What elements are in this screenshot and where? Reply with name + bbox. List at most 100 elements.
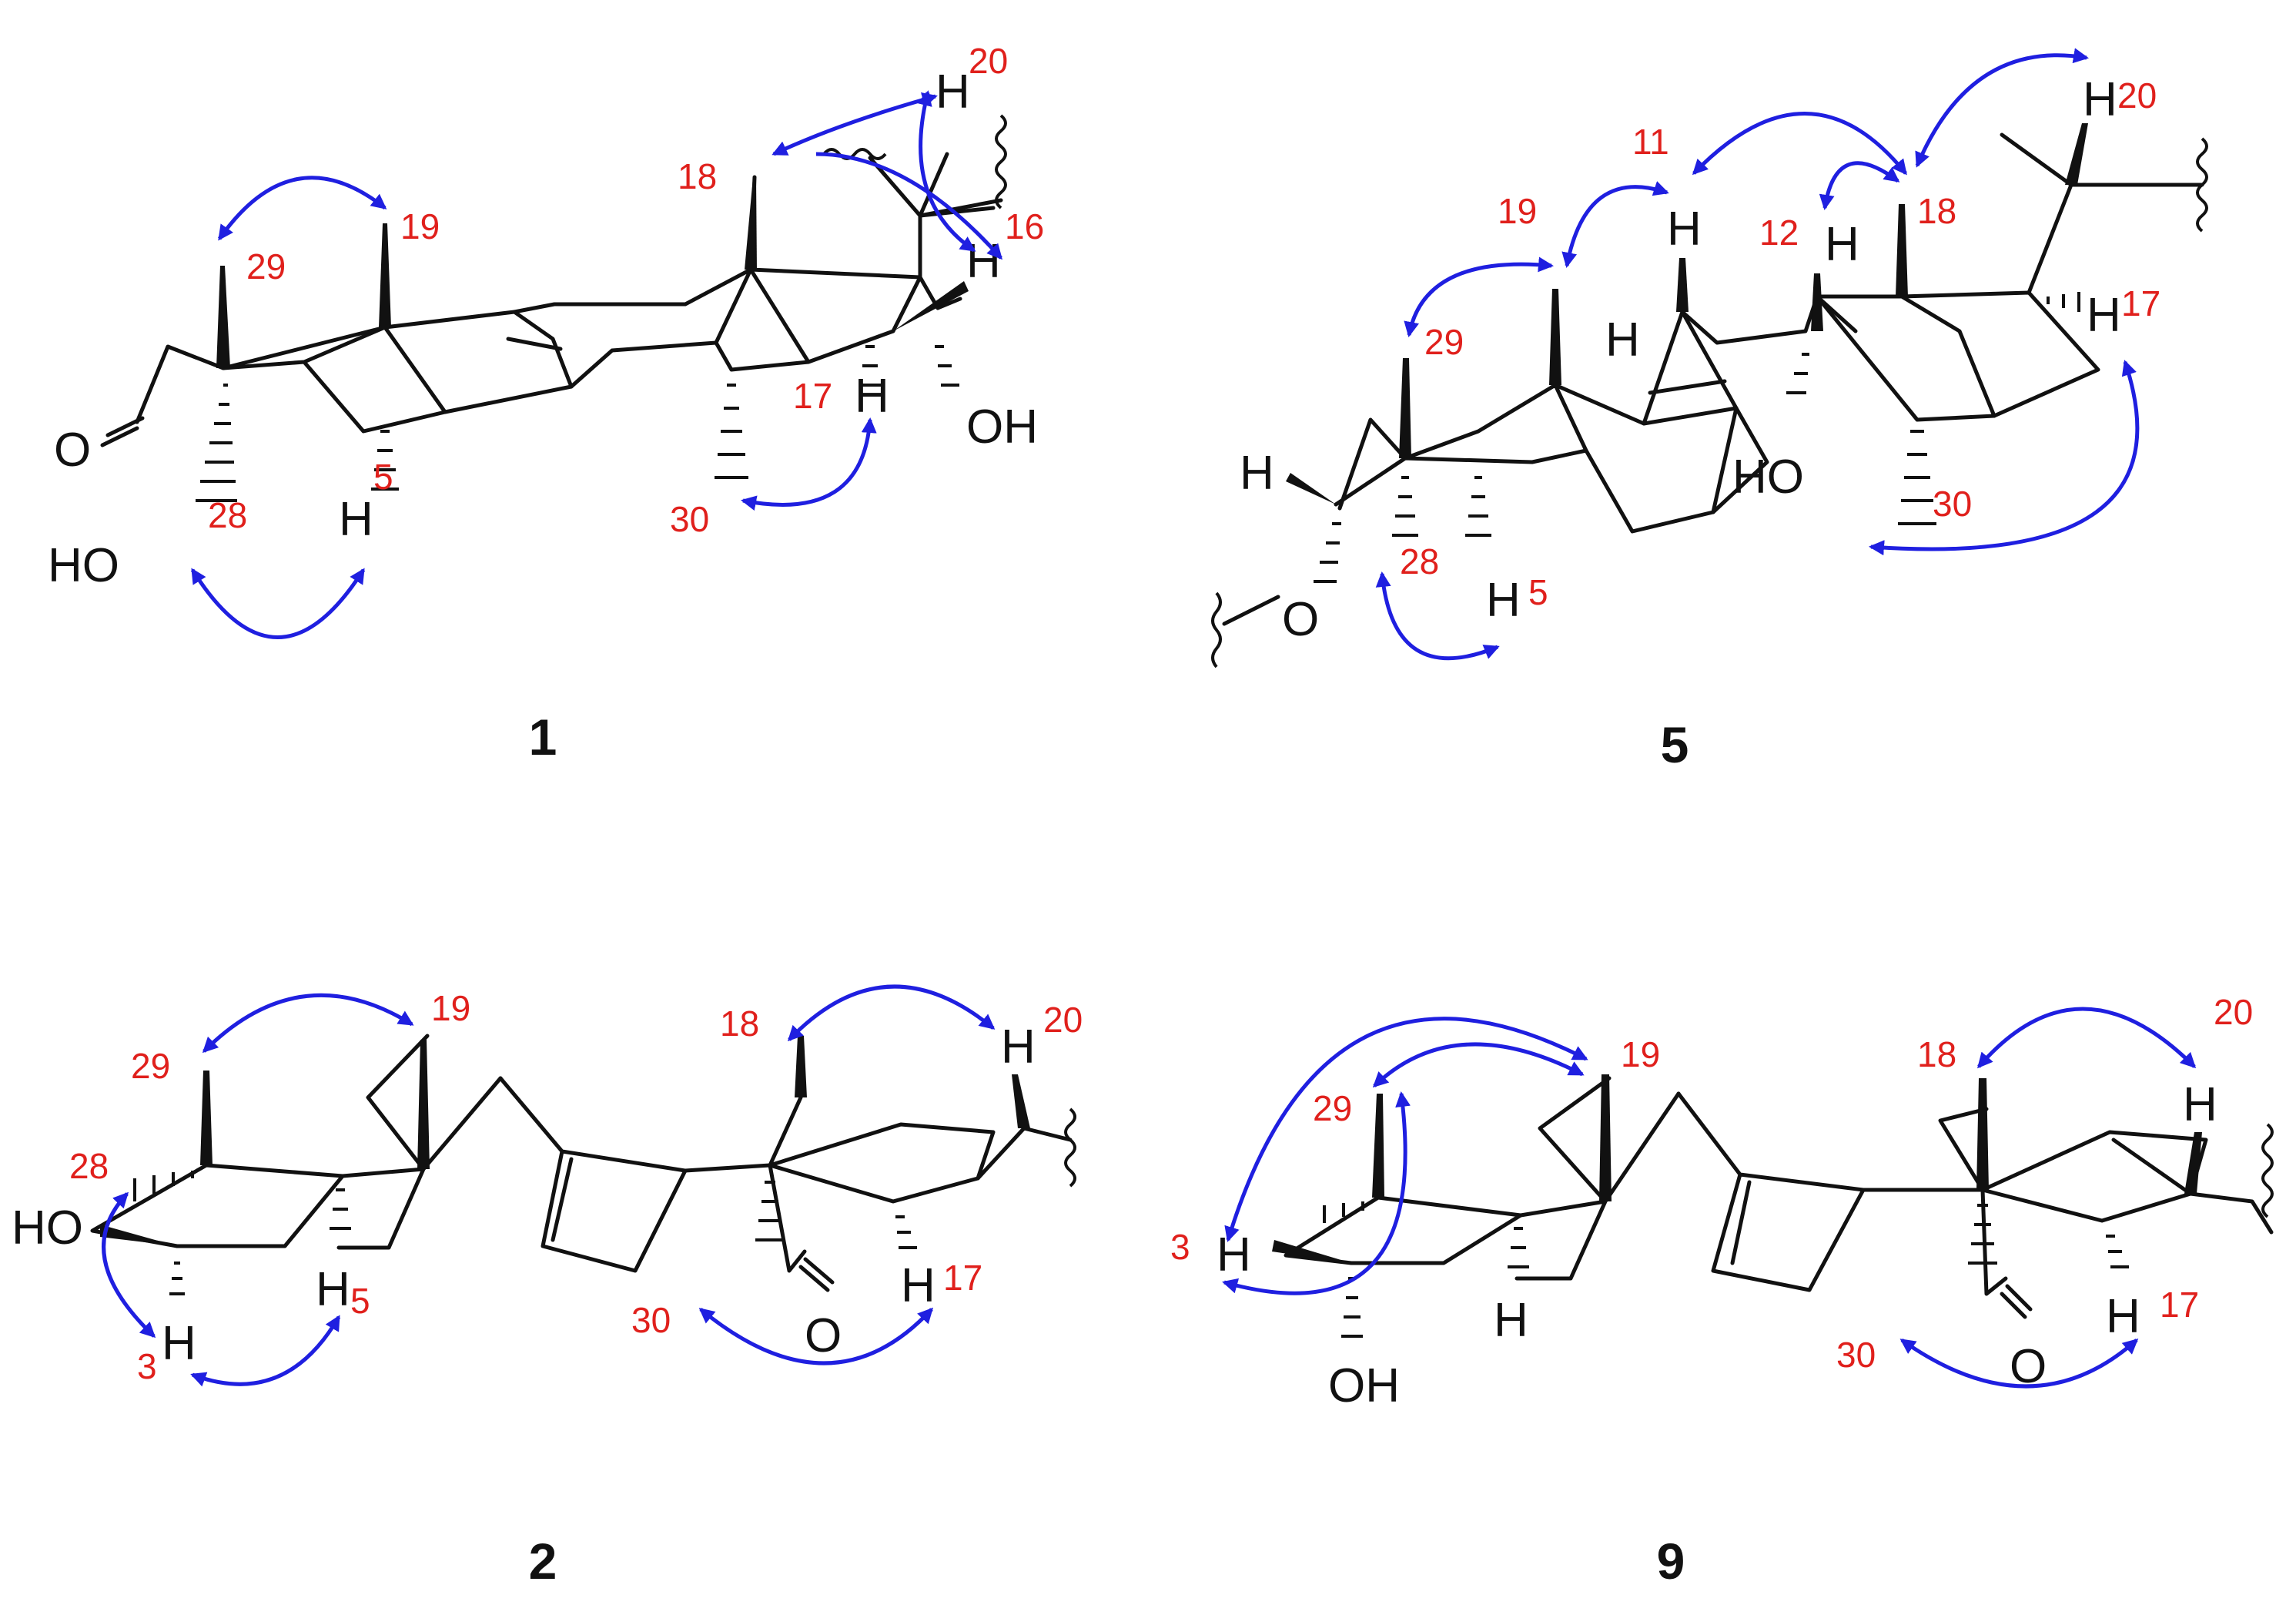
compound-9-wedge-19 <box>1599 1074 1612 1201</box>
compound-2-hash-28 <box>133 1171 194 1201</box>
compound-1-locant-19: 19 <box>400 206 440 246</box>
compound-5-wedge-h3 <box>1286 473 1336 504</box>
compound-1-hash-5 <box>371 430 399 491</box>
compound-5-hash-30 <box>1898 430 1936 525</box>
compound-2-noe-28-3 <box>102 1191 156 1339</box>
compound-5-atom-h3: H <box>1240 447 1274 500</box>
compound-9-noe-29-19 <box>1372 1042 1585 1088</box>
compound-9-noe-30-17 <box>1899 1338 2139 1389</box>
compound-5-locant-29: 29 <box>1424 322 1464 362</box>
compound-9-noe-18-20 <box>1977 1007 2197 1069</box>
compound-1-hash-oh <box>935 345 959 387</box>
compound-2-wedge-h20 <box>1012 1074 1030 1128</box>
compound-5-wavy-bond-o <box>1211 591 1222 668</box>
compound-2-wavy-bond <box>1064 1107 1076 1188</box>
compound-5-noe-28-5 <box>1375 571 1500 661</box>
compound-5-noe-17-30 <box>1869 360 2140 556</box>
compound-5-atom-h5: H <box>1486 574 1521 627</box>
compound-5-hash-5 <box>1465 476 1491 537</box>
compound-5-wedge-h11 <box>1676 258 1689 312</box>
compound-1-wedge-16h <box>893 281 969 331</box>
compound-5-hash-28 <box>1392 476 1418 537</box>
compound-2-hash-3 <box>169 1262 185 1295</box>
compound-5-locant-30: 30 <box>1933 484 1972 524</box>
compound-9-structure: H OH H O H H 19 18 20 29 3 30 17 <box>1170 992 2274 1412</box>
compound-5-noe-19-11 <box>1561 181 1669 268</box>
compound-5-wedge-29 <box>1399 358 1411 458</box>
compound-1-structure: O HO H H H OH H 29 19 18 20 16 5 28 17 3… <box>48 41 1044 639</box>
compound-2-hash-30 <box>755 1181 785 1241</box>
compound-1-atom-o-ketone: O <box>54 424 91 477</box>
compound-1-hash-17 <box>859 345 881 387</box>
compound-2-hash-17 <box>895 1215 917 1249</box>
compound-2-locant-28: 28 <box>69 1146 109 1186</box>
compound-9-hash-5 <box>1508 1227 1529 1268</box>
compound-2-locant-19: 19 <box>431 988 470 1028</box>
compound-9-wedge-18 <box>1976 1078 1989 1190</box>
compound-2-locant-20: 20 <box>1043 1000 1083 1040</box>
compound-5-noe-11-18 <box>1692 112 1907 176</box>
compound-9-locant-30: 30 <box>1836 1335 1876 1375</box>
compound-1-noe-30-17 <box>741 417 877 511</box>
compound-9-atom-oh: OH <box>1328 1359 1400 1412</box>
compound-5-atom-ho: HO <box>1732 451 1804 504</box>
compound-1-wedge-19 <box>379 223 391 327</box>
compound-5-wedge-18 <box>1896 204 1908 297</box>
compound-5-noe-18-20 <box>1915 48 2089 168</box>
compound-1-locant-5: 5 <box>373 457 393 497</box>
compound-5-noe-12-18 <box>1819 161 1900 210</box>
compound-5-bond-o <box>1222 595 1280 626</box>
compound-2-noe-30-17 <box>698 1307 934 1365</box>
compound-5-locant-18: 18 <box>1917 191 1956 231</box>
compound-2-label: 2 <box>529 1533 557 1590</box>
compound-1-locant-16: 16 <box>1005 206 1044 246</box>
compound-2-structure: HO H H O H H 19 18 20 29 28 3 5 30 17 <box>12 984 1083 1387</box>
compound-9-wedge-29 <box>1372 1094 1384 1198</box>
compound-5-atom-h9: H <box>1605 313 1640 367</box>
compound-1-atom-h20: H <box>935 65 970 119</box>
compound-9-wavy-bond <box>2261 1123 2274 1218</box>
compound-9-locant-18: 18 <box>1917 1034 1956 1074</box>
compound-9-atom-h17: H <box>2106 1290 2140 1343</box>
compound-1-wedge-18 <box>745 177 757 270</box>
compound-1-noe-16-extra <box>815 152 1002 260</box>
compound-2-wedge-19 <box>417 1040 430 1169</box>
compound-2-locant-30: 30 <box>631 1300 671 1340</box>
compound-9-atom-h20: H <box>2183 1078 2217 1131</box>
compound-9-atom-h3: H <box>1217 1228 1251 1282</box>
compound-1-locant-18: 18 <box>678 156 717 196</box>
compound-5-locant-17: 17 <box>2121 283 2160 323</box>
compound-5-noe-29-19 <box>1404 256 1554 337</box>
compound-5-atom-h12: H <box>1825 218 1859 271</box>
compound-9-locant-29: 29 <box>1313 1088 1352 1128</box>
compound-1-locant-29: 29 <box>246 246 286 286</box>
compound-1-hash-30 <box>715 384 748 479</box>
compound-9-wedge-h20 <box>2184 1132 2202 1194</box>
compound-1-atom-h16: H <box>966 235 1001 288</box>
compound-1-atom-oh: OH <box>966 400 1038 454</box>
compound-5-atom-h17: H <box>2087 289 2121 342</box>
compound-9-hash-17 <box>2106 1235 2129 1268</box>
compound-2-atom-h5: H <box>316 1263 350 1316</box>
compound-1-label: 1 <box>529 709 557 766</box>
compound-2-noe-18-20 <box>787 984 996 1042</box>
compound-2-noe-3-5 <box>190 1315 341 1387</box>
compound-5-locant-12: 12 <box>1759 213 1799 253</box>
compound-2-locant-18: 18 <box>720 1004 759 1044</box>
compound-5-locant-11: 11 <box>1632 122 1669 162</box>
compound-5-structure: H H H H H H HO H O 20 11 19 12 18 29 17 … <box>1211 48 2208 668</box>
compound-5-label: 5 <box>1661 716 1689 773</box>
compound-1-atom-ho: HO <box>48 539 119 592</box>
compound-5-hash-oh <box>1786 353 1809 394</box>
compound-2-wedge-29 <box>200 1071 213 1165</box>
compound-5-wedge-h20 <box>2065 123 2088 185</box>
compound-9-noe-3-29 <box>1222 1091 1411 1295</box>
compound-2-locant-29: 29 <box>131 1046 170 1086</box>
compound-9-hash-oh <box>1341 1277 1363 1338</box>
compound-1-noe-20-16 <box>917 90 976 253</box>
compound-5-hash-o <box>1314 522 1341 583</box>
compound-2-wedge-ho <box>100 1225 177 1246</box>
compound-1-atom-h5: H <box>339 493 373 546</box>
compound-9-atom-h5: H <box>1494 1294 1528 1347</box>
